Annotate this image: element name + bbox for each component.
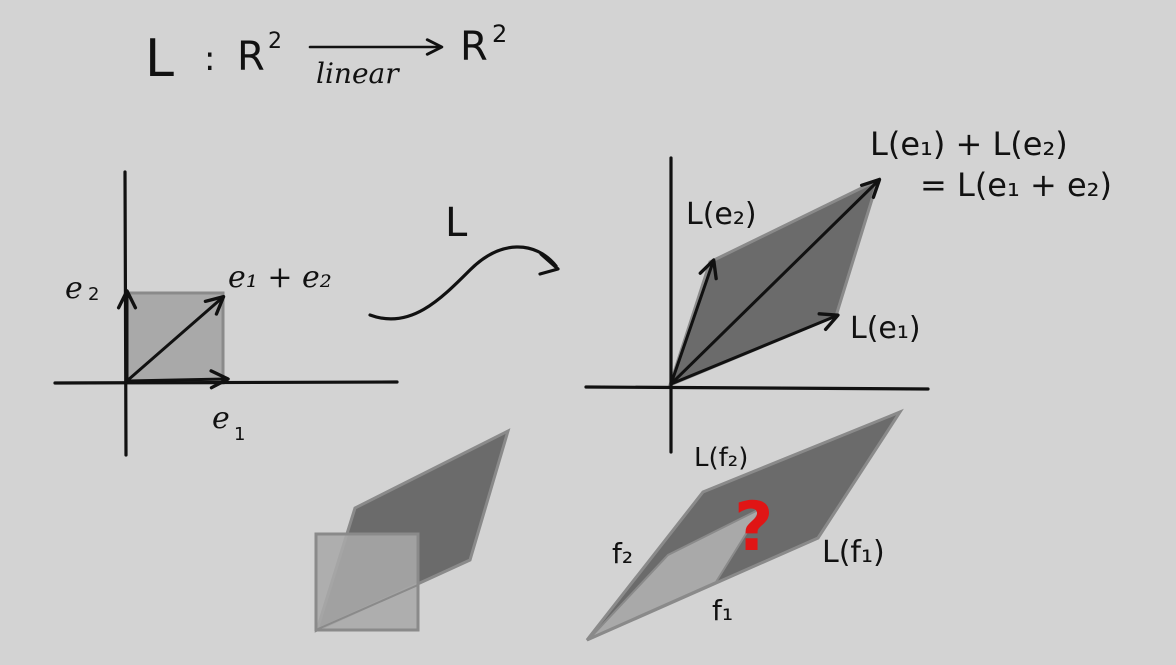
left-x-axis	[53, 380, 399, 385]
label-L-e1: L(e₁)	[850, 311, 921, 346]
vector-e1	[124, 369, 230, 390]
question-mark: ?	[734, 488, 773, 567]
bottom-right-inner-region	[589, 505, 765, 639]
transform-arrow-head	[538, 252, 560, 276]
label-L-f2: L(f₂)	[694, 443, 748, 473]
title-codomain-power: 2	[492, 20, 507, 48]
label-f1: f₁	[712, 594, 733, 627]
vector-L-e1	[669, 312, 840, 386]
bottom-left-figure	[314, 428, 511, 633]
right-panel: L(e₂) L(e₁) L(e₁) + L(e₂) = L(e₁ + e₂)	[584, 125, 1112, 454]
label-e1: e	[212, 401, 230, 436]
bottom-left-diagonal	[317, 584, 419, 630]
vector-L-e1-plus-e2	[669, 177, 882, 386]
title-domain-space: R	[237, 34, 265, 80]
transform-label: L	[445, 200, 468, 246]
title-arrow-label: linear	[316, 57, 400, 90]
left-panel: e 1 e 2 e₁ + e₂	[53, 170, 399, 457]
label-e2: e	[65, 271, 83, 306]
title-domain-power: 2	[268, 29, 282, 54]
title-codomain-space: R	[460, 24, 488, 70]
right-x-axis	[584, 385, 930, 391]
label-e1-subscript: 1	[234, 424, 245, 445]
transform-arrow-group: L	[368, 200, 560, 321]
bottom-right-figure: f₂ f₁ L(f₂) L(f₁) ?	[585, 408, 904, 642]
label-sum-line2: = L(e₁ + e₂)	[920, 166, 1112, 204]
label-e2-subscript: 2	[88, 284, 99, 305]
vector-e1-plus-e2	[126, 294, 226, 382]
label-L-e2: L(e₂)	[686, 197, 757, 232]
transform-arrow	[368, 245, 558, 321]
label-sum-line1: L(e₁) + L(e₂)	[870, 125, 1068, 163]
label-L-f1: L(f₁)	[822, 535, 885, 570]
vector-L-e2	[669, 258, 718, 386]
label-e1-plus-e2: e₁ + e₂	[228, 260, 332, 295]
label-f2: f₂	[612, 537, 633, 570]
title-map-symbol: L	[145, 29, 174, 89]
bottom-left-square	[314, 532, 420, 632]
title-colon: :	[204, 39, 215, 79]
title-formula: L : R 2 linear R 2	[145, 20, 507, 90]
